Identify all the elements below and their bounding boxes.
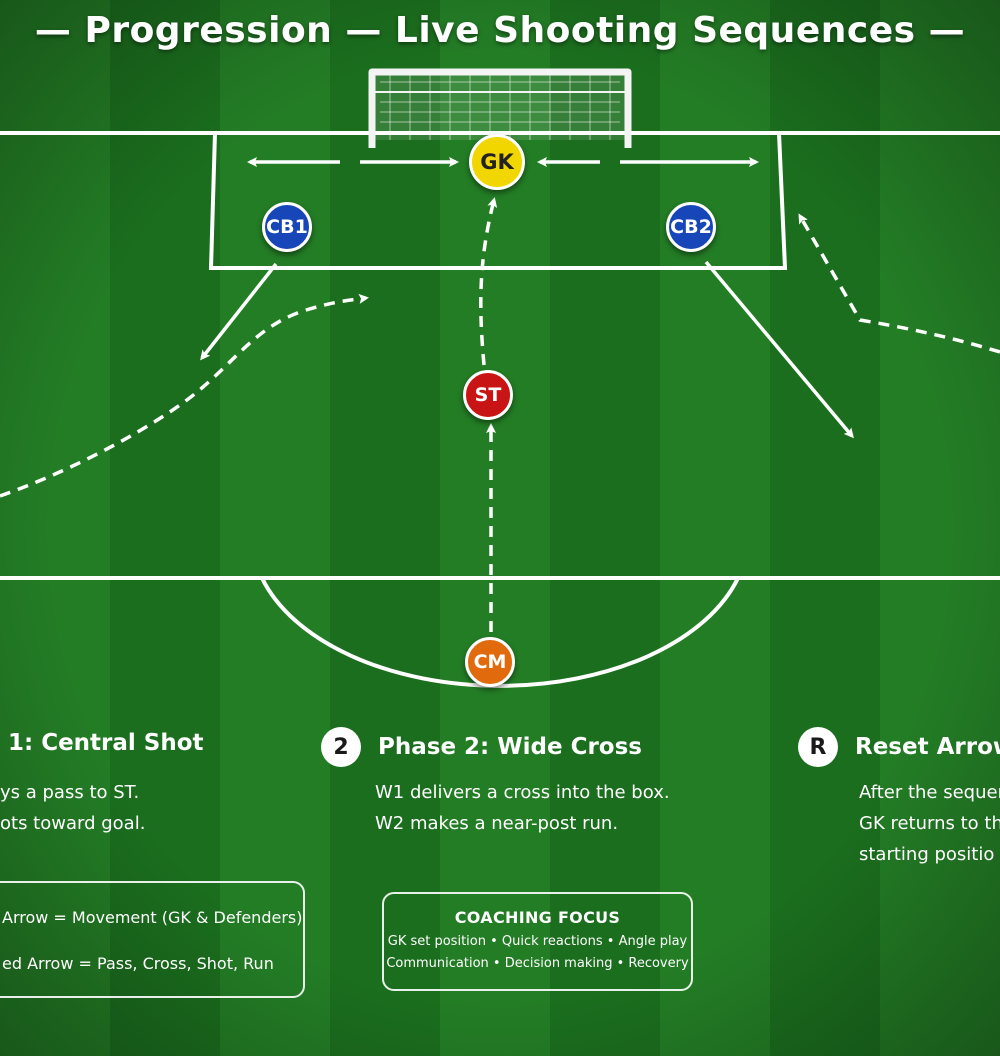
cb2-move-arrow xyxy=(704,260,854,439)
coaching-focus-title: COACHING FOCUS xyxy=(454,908,621,927)
cb1-move-arrow xyxy=(200,262,278,361)
wide-run-arrow xyxy=(0,293,369,498)
coaching-focus-box: COACHING FOCUS GK set position • Quick r… xyxy=(382,892,693,991)
legend-box: Arrow = Movement (GK & Defenders) ed Arr… xyxy=(0,881,305,998)
reset-line-3: starting positio xyxy=(859,844,995,865)
phase-1-line-1: ys a pass to ST. xyxy=(0,782,140,803)
reset-line-2: GK returns to th xyxy=(859,813,1000,834)
page-title: — Progression — Live Shooting Sequences … xyxy=(34,10,966,51)
reset-line-1: After the sequenc xyxy=(859,782,1000,803)
phase-2-line-1: W1 delivers a cross into the box. xyxy=(375,782,670,803)
reset-badge: R xyxy=(798,727,838,767)
goal-icon xyxy=(368,68,632,148)
phase-1-title: 1: Central Shot xyxy=(8,730,204,756)
coaching-focus-line-2: Communication • Decision making • Recove… xyxy=(386,956,689,971)
player-st: ST xyxy=(463,370,513,420)
player-gk: GK xyxy=(469,134,525,190)
reset-arrow xyxy=(798,213,1000,354)
player-cb1: CB1 xyxy=(262,202,312,252)
reset-description: After the sequenc GK returns to th start… xyxy=(859,777,1000,870)
phase-1-description: ys a pass to ST. ots toward goal. xyxy=(0,777,145,839)
coaching-focus-line-1: GK set position • Quick reactions • Angl… xyxy=(387,934,688,949)
phase-1-heading: 1: Central Shot xyxy=(8,730,204,756)
legend-solid-arrow: Arrow = Movement (GK & Defenders) xyxy=(2,908,303,927)
penalty-box xyxy=(208,132,788,270)
st-run-arrow xyxy=(479,197,498,366)
dashed-arrows xyxy=(0,197,1000,632)
arc xyxy=(260,577,740,688)
phase-2-line-2: W2 makes a near-post run. xyxy=(375,813,619,834)
phase-2-title: Phase 2: Wide Cross xyxy=(378,734,642,760)
reset-title: Reset Arrow xyxy=(855,734,1000,760)
pitch-markings xyxy=(0,131,1000,688)
reset-heading: R Reset Arrow xyxy=(798,727,1000,767)
legend-dashed-arrow: ed Arrow = Pass, Cross, Shot, Run xyxy=(2,954,274,973)
phase-1-line-2: ots toward goal. xyxy=(0,813,146,834)
phase-2-badge: 2 xyxy=(321,727,361,767)
player-cb2: CB2 xyxy=(666,202,716,252)
player-cm: CM xyxy=(465,637,515,687)
solid-arrows xyxy=(200,157,854,439)
phase-2-description: W1 delivers a cross into the box. W2 mak… xyxy=(375,777,670,839)
phase-2-heading: 2 Phase 2: Wide Cross xyxy=(321,727,642,767)
